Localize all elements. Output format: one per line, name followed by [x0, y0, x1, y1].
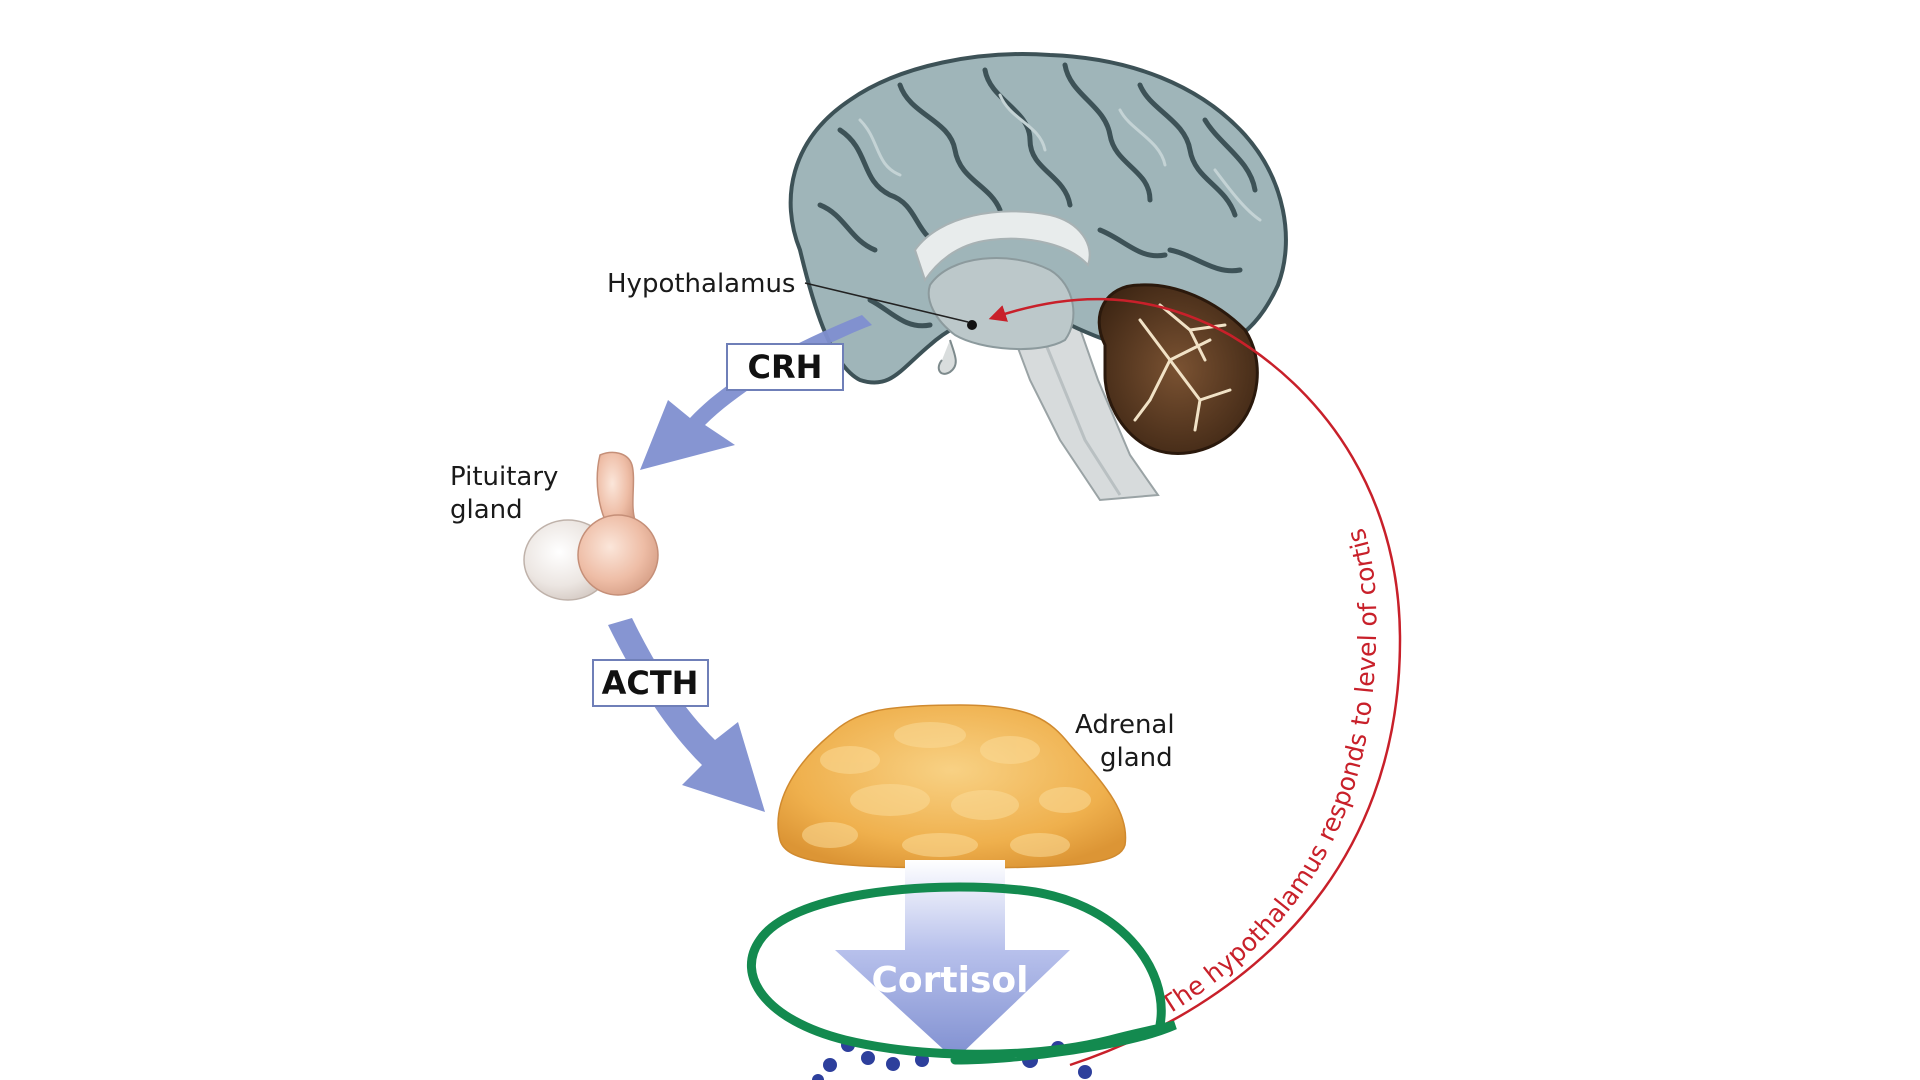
crh-label-box [726, 343, 844, 391]
adrenal-label-line1: Adrenal [1075, 710, 1175, 740]
acth-flow-arrow [608, 618, 765, 812]
adrenal-gland-illustration [777, 704, 1127, 869]
hypothalamus-label: Hypothalamus [607, 269, 795, 299]
cortisol-highlight-ellipse [746, 882, 1177, 1065]
corpus-callosum [913, 210, 1091, 283]
cortisol-flow-arrow [835, 860, 1070, 1060]
crh-label: CRH [748, 348, 823, 386]
hypothalamus-leader-line [804, 282, 969, 323]
pituitary-label-line1: Pituitary [450, 462, 558, 492]
acth-label: ACTH [602, 664, 699, 702]
crh-flow-arrow [640, 315, 872, 470]
cortisol-label: Cortisol [872, 960, 1029, 1001]
hypothalamus-point [967, 320, 977, 330]
acth-label-box [592, 659, 709, 707]
pituitary-gland-illustration [523, 451, 659, 601]
brain-illustration [788, 52, 1288, 502]
adrenal-label-line2: gland [1100, 743, 1173, 773]
brain-gyri [817, 62, 1258, 329]
feedback-arrow [988, 297, 1402, 1067]
pituitary-label-line2: gland [450, 495, 523, 525]
